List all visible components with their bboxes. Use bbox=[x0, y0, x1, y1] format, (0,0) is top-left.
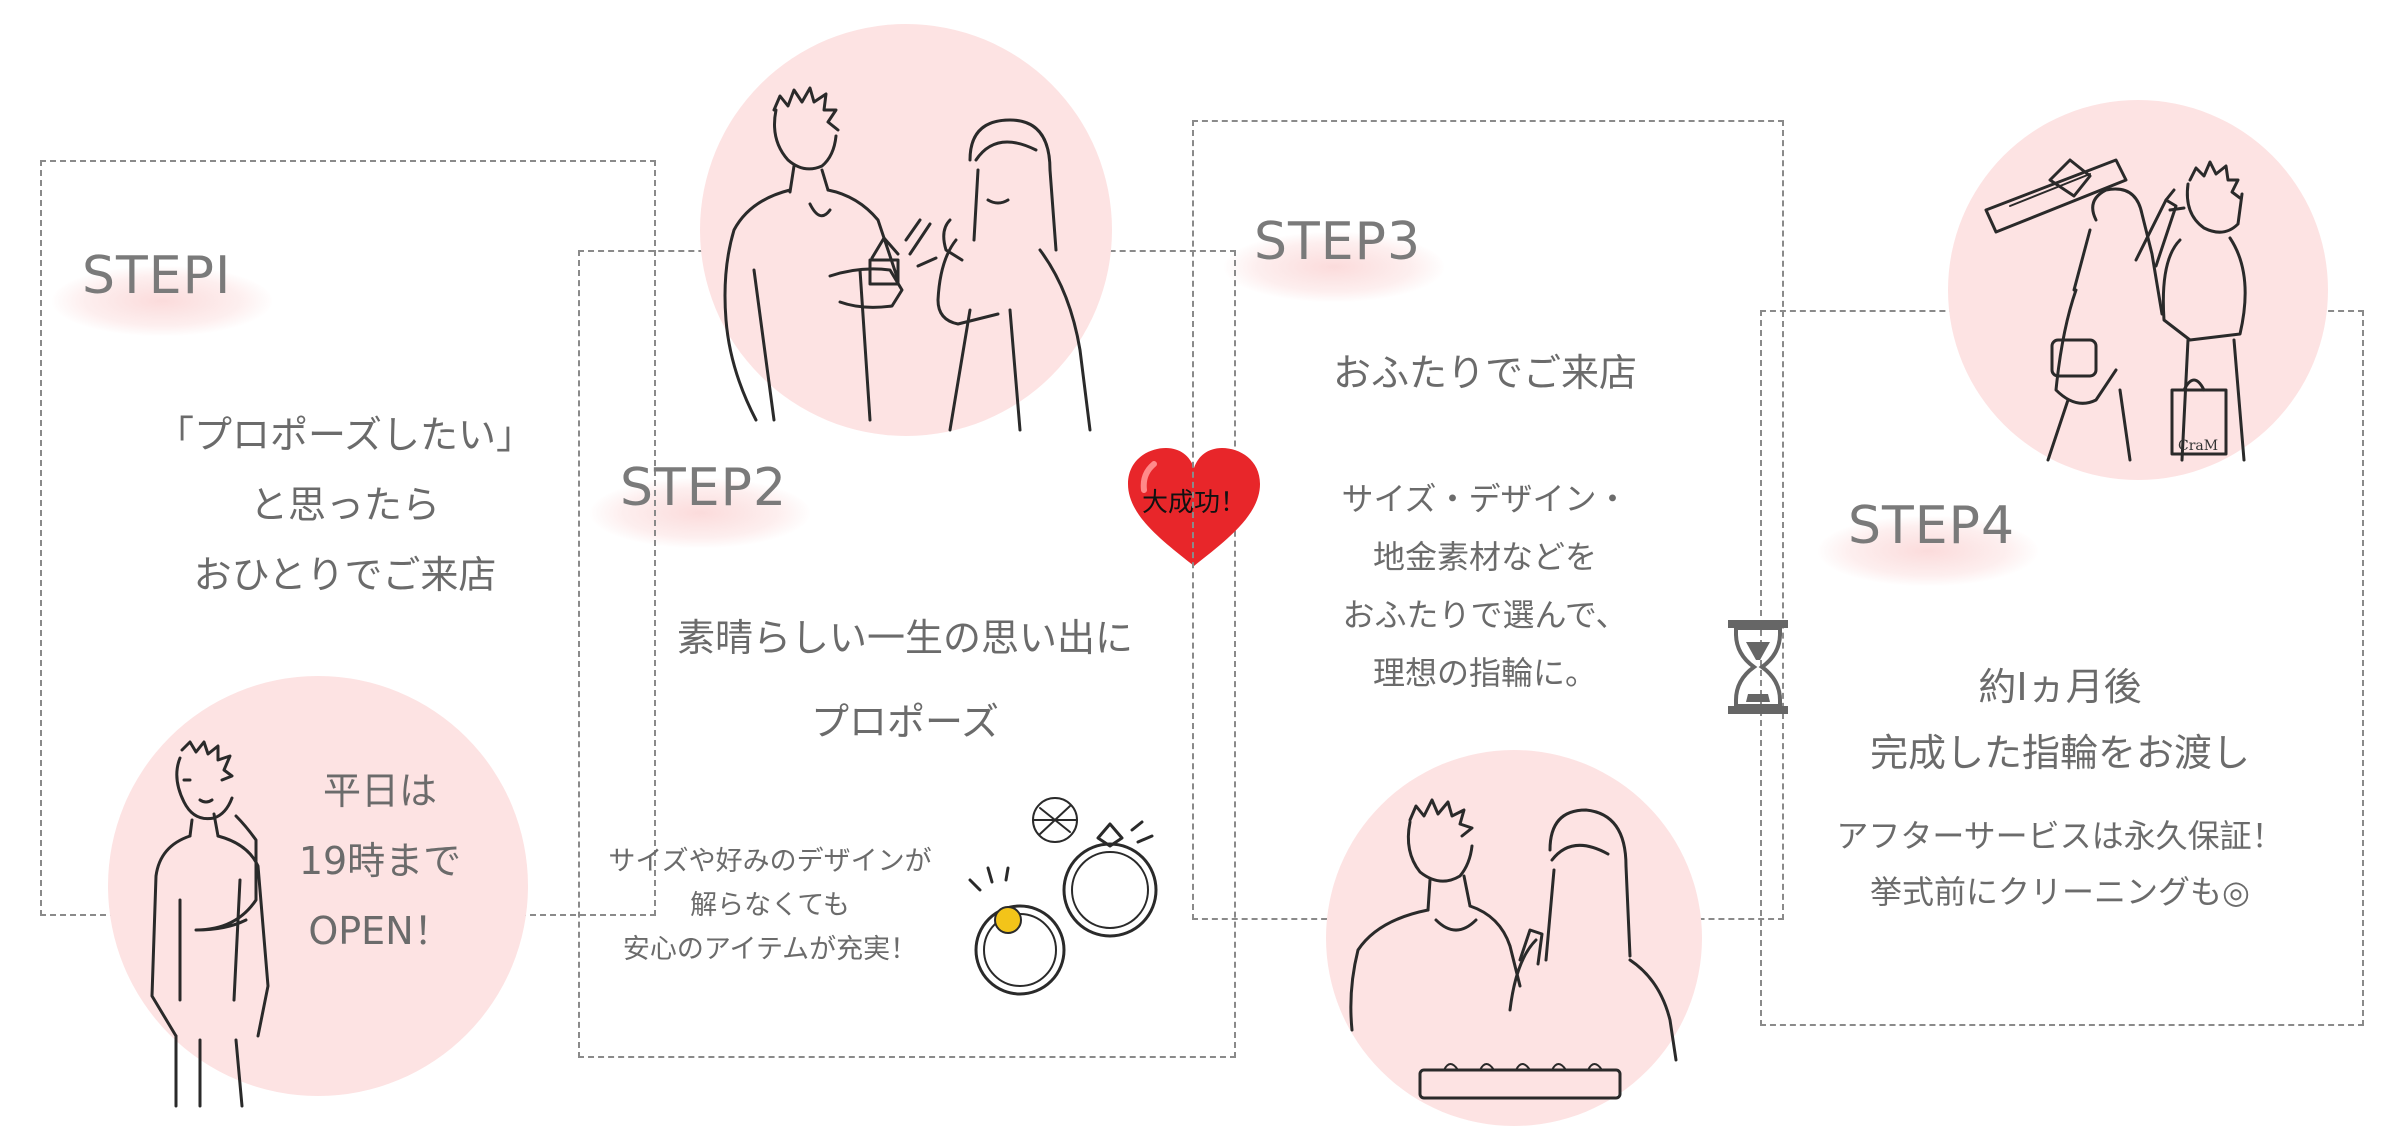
step2-note: サイズや好みのデザインが 解らなくても 安心のアイテムが充実！ bbox=[600, 840, 940, 972]
step2-note-line-2: 解らなくても bbox=[690, 890, 850, 921]
step2-circle bbox=[700, 24, 1112, 436]
step2-line-1: 素晴らしい一生の思い出に bbox=[676, 616, 1133, 660]
proposal-couple-illustration bbox=[723, 86, 1092, 432]
step3-line-3: おふたりで選んで、 bbox=[1342, 596, 1628, 634]
step4-description: アフターサービスは永久保証！ 挙式前にクリーニングも◎ bbox=[1800, 808, 2320, 920]
step3-circle bbox=[1326, 750, 1702, 1126]
step4-line-1: アフターサービスは永久保証！ bbox=[1836, 817, 2284, 855]
step2-note-line-3: 安心のアイテムが充実！ bbox=[622, 934, 918, 965]
step1-line-1: 「プロポーズしたい」 bbox=[155, 413, 535, 457]
step1-hours-line-2: 19時まで bbox=[298, 839, 462, 883]
step1-description: 「プロポーズしたい」 と思ったら おひとりでご来店 bbox=[140, 400, 550, 610]
step1-line-3: おひとりでご来店 bbox=[193, 553, 497, 597]
bag-text: CraM bbox=[2178, 438, 2219, 454]
step4-title-line-1: 約Ⅰヵ月後 bbox=[1978, 665, 2142, 709]
step2-note-line-1: サイズや好みのデザインが bbox=[608, 846, 932, 877]
step1-hours: 平日は 19時まで OPEN！ bbox=[270, 756, 490, 966]
step2-line-2: プロポーズ bbox=[810, 700, 1000, 744]
step3-line-1: サイズ・デザイン・ bbox=[1341, 480, 1629, 518]
couple-choosing-rings-illustration bbox=[1349, 798, 1678, 1100]
step3-line-4: 理想の指輪に。 bbox=[1372, 654, 1597, 692]
step1-label: STEPⅠ bbox=[52, 246, 272, 336]
step1-hours-line-3: OPEN！ bbox=[308, 909, 452, 953]
step4-title: 約Ⅰヵ月後 完成した指輪をお渡し bbox=[1820, 654, 2300, 786]
couple-receiving-ring-illustration bbox=[1984, 158, 2247, 462]
step3-title: おふたりでご来店 bbox=[1332, 351, 1637, 395]
step2-label: STEP2 bbox=[590, 458, 810, 548]
rings-illustration bbox=[968, 797, 1158, 996]
step3-description: サイズ・デザイン・ 地金素材などを おふたりで選んで、 理想の指輪に。 bbox=[1250, 470, 1720, 702]
step4-title-line-2: 完成した指輪をお渡し bbox=[1869, 731, 2250, 775]
thinking-man-illustration bbox=[150, 740, 270, 1108]
step4-line-2: 挙式前にクリーニングも◎ bbox=[1870, 873, 2250, 911]
heart-icon bbox=[1128, 448, 1260, 566]
step1-line-2: と思ったら bbox=[249, 483, 440, 527]
step3-label: STEP3 bbox=[1224, 212, 1444, 302]
step4-label: STEP4 bbox=[1818, 496, 2038, 586]
step1-circle bbox=[108, 676, 528, 1096]
step2-description: 素晴らしい一生の思い出に プロポーズ bbox=[620, 596, 1190, 764]
step3-line-2: 地金素材などを bbox=[1372, 538, 1597, 576]
step1-hours-line-1: 平日は bbox=[322, 769, 437, 813]
step4-circle bbox=[1948, 100, 2328, 480]
hourglass-icon bbox=[1728, 620, 1788, 714]
